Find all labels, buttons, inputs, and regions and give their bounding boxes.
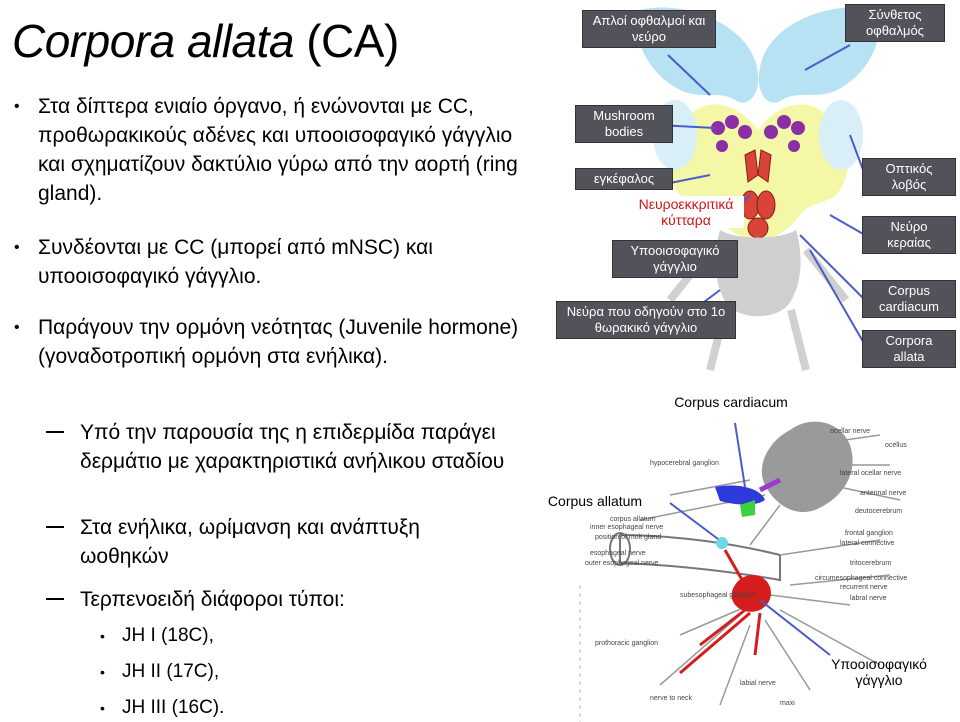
sideview-diagram [550,405,960,722]
label-subesophageal: Υποοισοφαγικό γάγγλιο [612,240,738,278]
jh-3-text: JH III (16C). [122,697,225,718]
label-neurosecretory: Νευροεκκριτικά κύτταρα [628,196,744,228]
subbullet-1-text: Υπό την παρουσία της η επιδερμίδα παράγε… [80,421,505,473]
label-corpus-cardiacum: Corpus cardiacum [862,280,956,318]
brain-grey-shape [761,421,853,513]
bullet-1-text: Στα δίπτερα ενιαίο όργανο, ή ενώνονται μ… [38,95,518,205]
corpus-allatum-shape [716,537,728,549]
jh-1-text: JH I (18C), [122,625,214,646]
bullet-3-text: Παράγουν την ορμόνη νεότητας (Juvenile h… [38,316,519,368]
subbullet-2-text: Στα ενήλικα, ωρίμανση και ανάπτυξη ωοθηκ… [80,516,420,568]
slide-text: Corpora allata (CA) •Στα δίπτερα ενιαίο … [12,14,519,718]
slide-title: Corpora allata (CA) [12,14,399,68]
label-brain: εγκέφαλος [575,168,673,190]
label-corpora-allata: Corpora allata [862,330,956,368]
corpus-cardiacum-shape [715,485,765,505]
label-bottom-corpus-allatum: Corpus allatum [547,493,643,509]
label-optic-lobe: Οπτικός λοβός [862,158,956,196]
esophagus-shape [619,533,781,582]
label-mushroom-bodies: Mushroom bodies [575,105,673,143]
neurosecretory-shape [740,149,776,239]
label-bottom-subesophageal: Υποοισοφαγικό γάγγλιο [831,656,927,688]
subbullet-3-text: Τερπενοειδή διάφοροι τύποι: [80,588,345,611]
label-bottom-corpus-cardiacum: Corpus cardiacum [674,394,788,410]
label-antenna-nerve: Νεύρο κεραίας [862,216,956,254]
green-structure [740,500,755,517]
title-rest: (CA) [293,15,399,67]
right-optic-lobe-shape [819,100,863,170]
label-thoracic-nerves: Νεύρα που οδηγούν στο 1ο θωρακικό γάγγλι… [556,301,736,339]
label-simple-eyes: Απλοί οφθαλμοί και νεύρο [582,10,716,48]
mushroom-bodies-shape [711,115,805,152]
jh-2-text: JH II (17C), [122,661,220,682]
label-compound-eye: Σύνθετος οφθαλμός [845,4,945,42]
subesophageal-red-shape [731,575,771,612]
title-italic: Corpora allata [12,15,294,67]
bullet-2-text: Συνδέονται με CC (μπορεί από mNSC) και υ… [38,236,433,288]
nerve-lines-bottom [639,434,901,706]
bottom-leader-lines [669,422,831,656]
